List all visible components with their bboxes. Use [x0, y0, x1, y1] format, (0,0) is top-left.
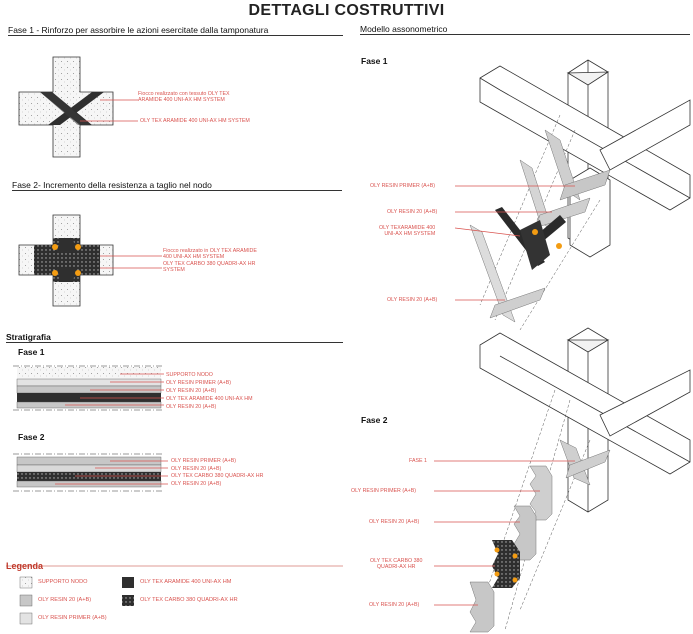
- r-f2-fase1: FASE 1: [409, 458, 427, 464]
- strat-f1-resin20a: OLY RESIN 20 (A+B): [166, 388, 217, 394]
- strat-fase1-labels: SUPPORTO NODO OLY RESIN PRIMER (A+B) OLY…: [166, 371, 253, 411]
- strat-f1-resin20b: OLY RESIN 20 (A+B): [166, 404, 217, 410]
- r-f1-primer: OLY RESIN PRIMER (A+B): [370, 183, 436, 189]
- fase1-title: Fase 1 - Rinforzo per assorbire le azion…: [8, 25, 343, 36]
- fase1-fiocco-line2: ARAMIDE 400 UNI-AX HM SYSTEM: [138, 97, 225, 104]
- r-f1-resin20a: OLY RESIN 20 (A+B): [387, 209, 438, 215]
- strat-fase2-title: Fase 2: [18, 432, 45, 442]
- r-f1-resin20b: OLY RESIN 20 (A+B): [387, 297, 438, 303]
- r-f2-carbo-line1: OLY TEX CARBO 380: [370, 558, 423, 564]
- fase2-label-line1: Fiocco realizzato in OLY TEX ARAMIDE: [163, 248, 257, 254]
- strat-f1-primer: OLY RESIN PRIMER (A+B): [166, 380, 232, 386]
- fase2-label-line3: OLY TEX CARBO 380 QUADRI-AX HR: [163, 260, 256, 267]
- fase2-title: Fase 2- Incremento della resistenza a ta…: [12, 180, 342, 191]
- stratigrafia-title: Stratigrafia: [6, 332, 343, 343]
- legend-primer: OLY RESIN PRIMER (A+B): [38, 615, 107, 621]
- r-f2-carbo-line2: QUADRI-AX HR: [376, 564, 416, 571]
- r-f2-carbo-label: OLY TEX CARBO 380 QUADRI-AX HR: [370, 558, 422, 571]
- strat-fase1-title: Fase 1: [18, 347, 45, 357]
- right-title: Modello assonometrico: [360, 24, 690, 35]
- fase2-label-line2: 400 UNI-AX HM SYSTEM: [163, 254, 225, 261]
- legend-supporto: SUPPORTO NODO: [38, 579, 88, 585]
- fase1-fiocco-label: Fiocco realizzato con tessuto OLY TEX AR…: [138, 91, 230, 104]
- r-f1-tex-label: OLY TEXARAMIDE 400 UNI-AX HM SYSTEM: [379, 225, 435, 238]
- r-f1-tex-line1: OLY TEXARAMIDE 400: [379, 225, 436, 231]
- legend-title: Legenda: [6, 561, 44, 571]
- r-f2-resin20b: OLY RESIN 20 (A+B): [369, 602, 420, 608]
- fase1-fiocco-line1: Fiocco realizzato con tessuto OLY TEX: [138, 91, 230, 97]
- right-fase2-title: Fase 2: [361, 415, 388, 425]
- strat-f2-resin20b: OLY RESIN 20 (A+B): [171, 481, 222, 488]
- strat-fase2-labels: OLY RESIN PRIMER (A+B) OLY RESIN 20 (A+B…: [171, 458, 263, 489]
- fase2-label-line4: SYSTEM: [163, 266, 185, 273]
- right-fase1-title: Fase 1: [361, 56, 388, 66]
- fase1-aramide-label: OLY TEX ARAMIDE 400 UNI-AX HM SYSTEM: [140, 118, 250, 124]
- r-f2-primer: OLY RESIN PRIMER (A+B): [351, 488, 417, 494]
- strat-f2-primer: OLY RESIN PRIMER (A+B): [171, 458, 237, 464]
- strat-f1-supporto: SUPPORTO NODO: [166, 372, 213, 378]
- legend-resin20: OLY RESIN 20 (A+B): [38, 597, 92, 603]
- r-f1-tex-line2: UNI-AX HM SYSTEM: [384, 231, 436, 238]
- strat-f2-resin20a: OLY RESIN 20 (A+B): [171, 465, 222, 472]
- legend-aramide: OLY TEX ARAMIDE 400 UNI-AX HM: [140, 579, 232, 585]
- fase2-labels: Fiocco realizzato in OLY TEX ARAMIDE 400…: [163, 248, 257, 273]
- r-f2-resin20a: OLY RESIN 20 (A+B): [369, 519, 420, 525]
- strat-f2-carbo: OLY TEX CARBO 380 QUADRI-AX HR: [171, 473, 264, 480]
- legend-carbo: OLY TEX CARBO 380 QUADRI-AX HR: [140, 597, 238, 603]
- strat-f1-aramide: OLY TEX ARAMIDE 400 UNI-AX HM: [166, 396, 253, 402]
- page-title: DETTAGLI COSTRUTTIVI: [248, 2, 445, 19]
